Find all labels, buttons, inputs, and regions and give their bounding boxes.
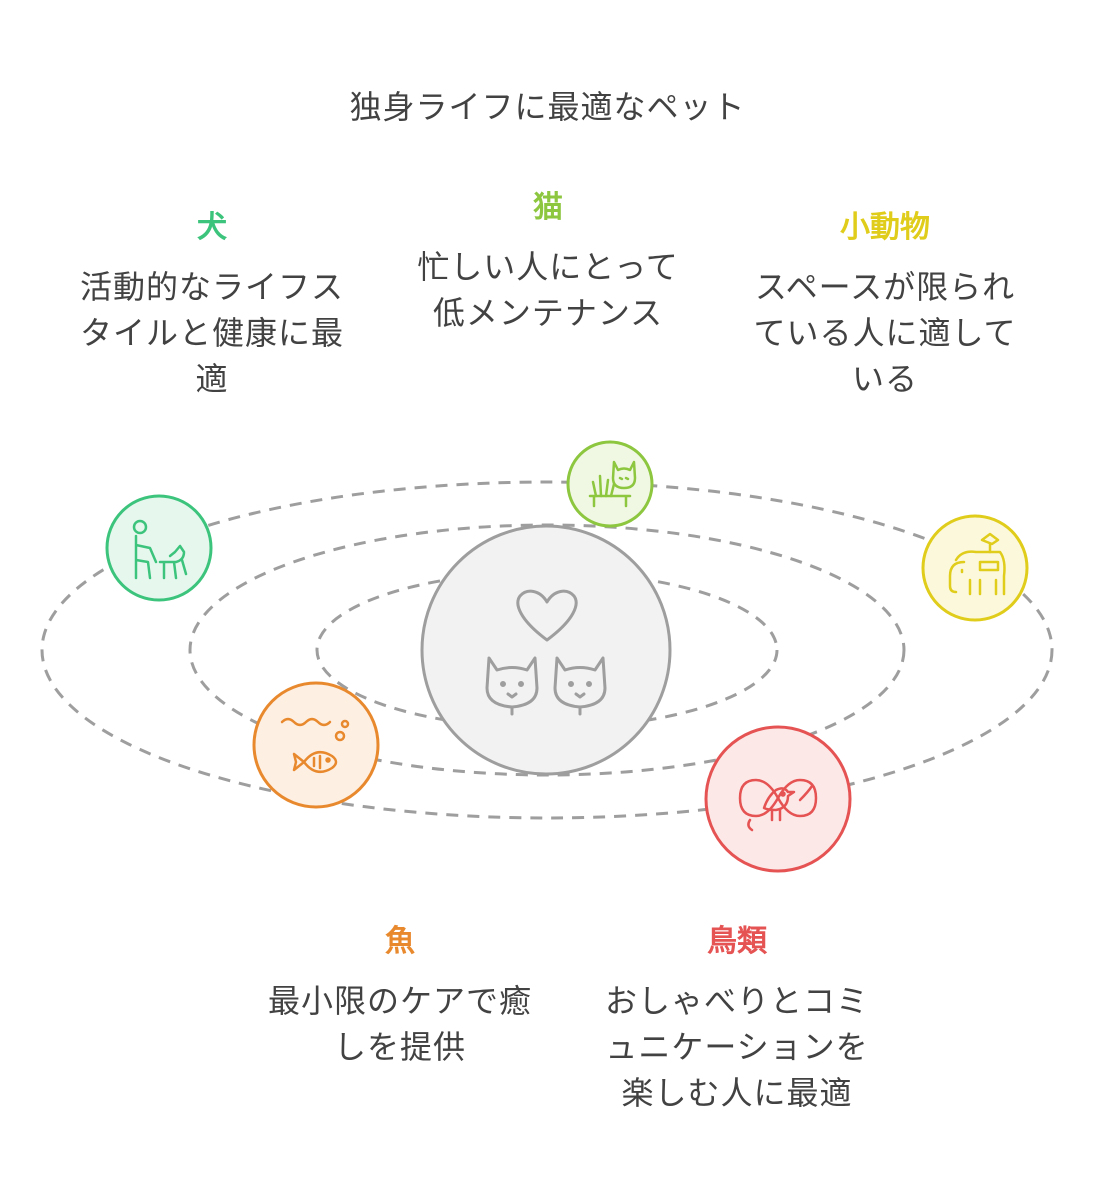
pet-desc-cat-line: 低メンテナンス [432,294,664,332]
pet-name-fish: 魚 [385,924,415,959]
pet-desc-bird-line: 楽しむ人に最適 [621,1074,853,1112]
pet-desc-fish-line: 最小限のケアで癒 [267,982,532,1020]
cat-with-grass-icon [588,460,637,508]
small-animal-node [921,514,1029,622]
pet-block-small-animal: 小動物 スペースが限られ ている人に適して いる [725,208,1045,402]
pet-desc-small-line: いる [851,360,918,398]
bird-in-nest-icon [738,778,818,832]
pet-desc-bird-line: ュニケーションを [605,1028,869,1066]
elephant-with-rider-icon [948,532,1006,596]
bird-node [704,725,852,873]
person-walking-dog-icon [132,519,188,580]
pet-name-dog: 犬 [197,210,227,245]
pet-desc-small-animal: スペースが限られ ている人に適して いる [725,264,1045,402]
pet-desc-cat: 忙しい人にとって 低メンテナンス [388,244,708,336]
pet-desc-fish: 最小限のケアで癒 しを提供 [240,978,560,1070]
cat-node [566,440,654,528]
pet-desc-small-line: スペースが限られ [754,268,1016,306]
pet-name-small-animal: 小動物 [840,210,930,245]
pet-desc-bird-line: おしゃべりとコミ [604,982,869,1020]
fish-node [252,681,380,809]
pet-desc-small-line: ている人に適して [753,314,1017,352]
pet-desc-dog-line: 活動的なライフス [79,268,344,306]
orbit-outer [40,480,1054,820]
pet-name-bird: 鳥類 [707,924,767,959]
heart-and-pets-icon [485,589,607,716]
pet-block-dog: 犬 活動的なライフス タイルと健康に最 適 [52,208,372,402]
dog-node [105,494,213,602]
pet-name-cat: 猫 [533,190,563,225]
pet-desc-cat-line: 忙しい人にとって [417,248,679,286]
pet-block-cat: 猫 忙しい人にとって 低メンテナンス [388,188,708,336]
fish-in-water-icon [280,717,350,774]
center-hub [420,524,672,776]
pet-desc-dog-line: タイルと健康に最 [79,314,344,352]
pet-desc-dog: 活動的なライフス タイルと健康に最 適 [52,264,372,402]
pet-desc-fish-line: しを提供 [333,1028,466,1066]
page-title: 独身ライフに最適なペット [349,88,746,126]
pet-block-bird: 鳥類 おしゃべりとコミ ュニケーションを 楽しむ人に最適 [577,922,897,1116]
pet-block-fish: 魚 最小限のケアで癒 しを提供 [240,922,560,1070]
pet-desc-bird: おしゃべりとコミ ュニケーションを 楽しむ人に最適 [577,978,897,1116]
pet-desc-dog-line: 適 [195,360,229,398]
